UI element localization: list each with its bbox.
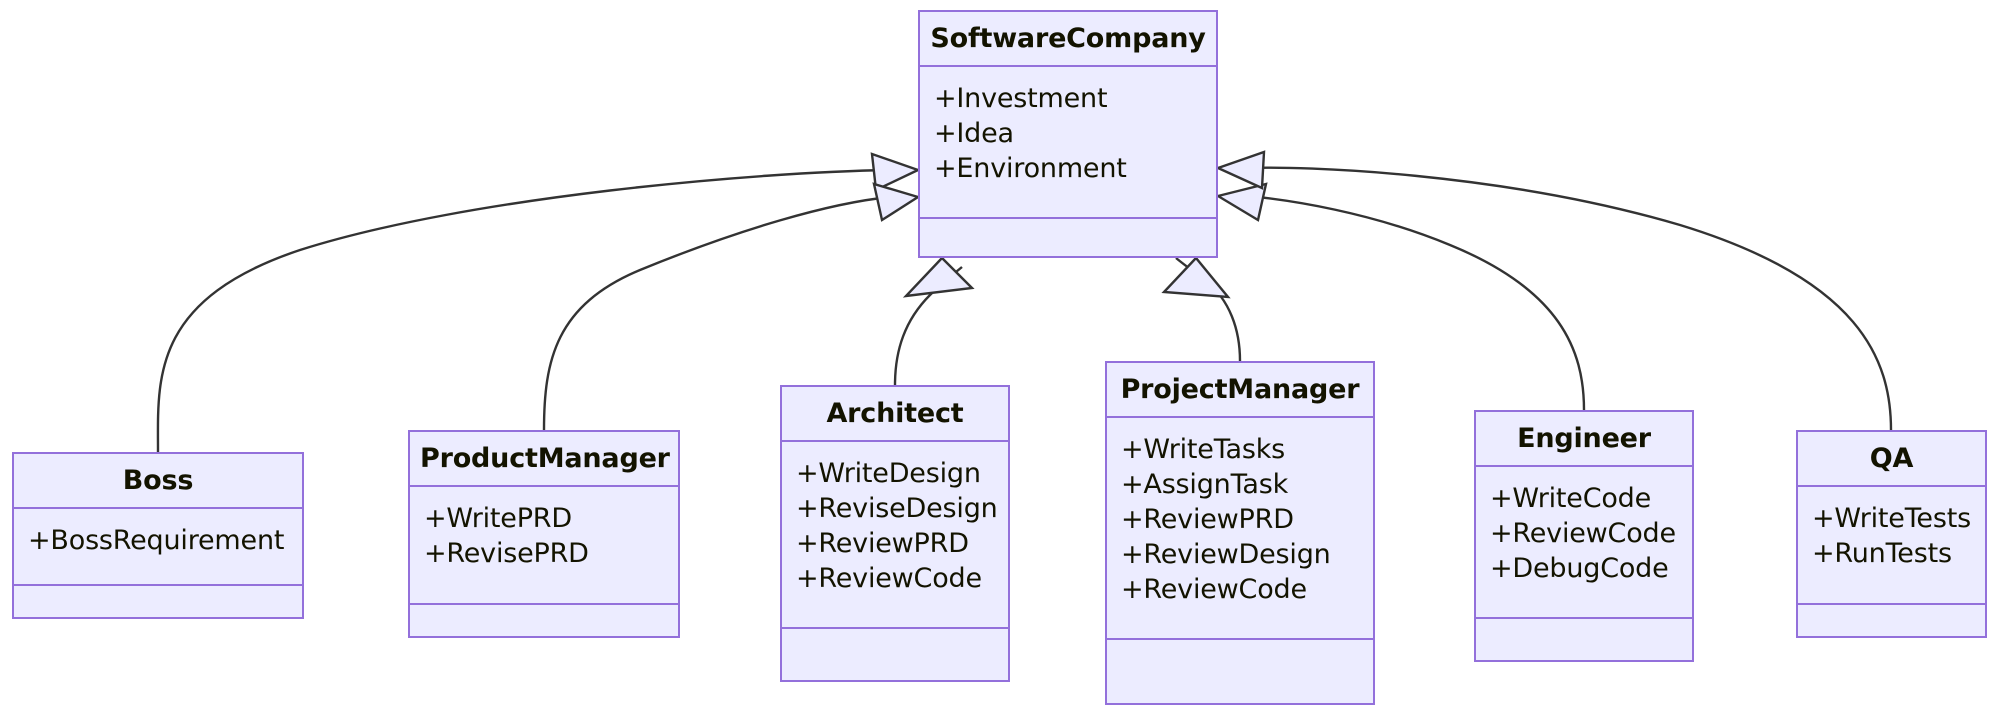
- class-title-project-manager: ProjectManager: [1107, 363, 1373, 418]
- class-attribute: +WriteTests: [1812, 503, 1971, 534]
- class-methods-qa: [1798, 605, 1985, 627]
- edge-projectmanager-to-softwarecompany: [1175, 257, 1242, 362]
- class-methods-project-manager: [1107, 640, 1373, 662]
- class-methods-product-manager: [410, 605, 678, 627]
- class-attributes-architect: +WriteDesign +ReviseDesign +ReviewPRD +R…: [782, 442, 1008, 629]
- class-methods-boss: [14, 586, 302, 608]
- class-title-product-manager: ProductManager: [410, 432, 678, 487]
- class-attributes-qa: +WriteTests +RunTests: [1798, 487, 1985, 605]
- class-node-architect[interactable]: Architect +WriteDesign +ReviseDesign +Re…: [780, 385, 1010, 682]
- inheritance-arrowhead-engineer: [1214, 182, 1268, 222]
- class-attribute: +Environment: [934, 153, 1127, 184]
- class-attribute: +RunTests: [1812, 538, 1952, 569]
- class-node-project-manager[interactable]: ProjectManager +WriteTasks +AssignTask +…: [1105, 361, 1375, 705]
- class-title-qa: QA: [1798, 432, 1985, 487]
- class-title-boss: Boss: [14, 454, 302, 509]
- class-attribute: +ReviewCode: [1121, 574, 1307, 605]
- class-node-engineer[interactable]: Engineer +WriteCode +ReviewCode +DebugCo…: [1474, 410, 1694, 662]
- class-attribute: +WriteTasks: [1121, 434, 1286, 465]
- inheritance-arrowhead-productmanager: [872, 182, 921, 222]
- class-attribute: +ReviewCode: [796, 563, 982, 594]
- class-attribute: +WriteDesign: [796, 458, 981, 489]
- class-title-architect: Architect: [782, 387, 1008, 442]
- edge-architect-to-softwarecompany: [893, 266, 963, 386]
- class-attribute: +WriteCode: [1490, 483, 1652, 514]
- class-attribute: +ReviewDesign: [1121, 539, 1331, 570]
- class-node-qa[interactable]: QA +WriteTests +RunTests: [1796, 430, 1987, 638]
- inheritance-arrowhead-qa: [1214, 150, 1266, 190]
- class-attribute: +Investment: [934, 83, 1108, 114]
- class-node-product-manager[interactable]: ProductManager +WritePRD +RevisePRD: [408, 430, 680, 638]
- class-attributes-project-manager: +WriteTasks +AssignTask +ReviewPRD +Revi…: [1107, 418, 1373, 640]
- inheritance-arrowhead-boss: [870, 152, 922, 192]
- class-attribute: +WritePRD: [424, 503, 572, 534]
- class-attribute: +ReviewPRD: [1121, 504, 1294, 535]
- class-attribute: +RevisePRD: [424, 538, 589, 569]
- class-attributes-product-manager: +WritePRD +RevisePRD: [410, 487, 678, 605]
- class-methods-architect: [782, 629, 1008, 651]
- class-title-engineer: Engineer: [1476, 412, 1692, 467]
- class-attribute: +ReviewPRD: [796, 528, 969, 559]
- class-attribute: +ReviseDesign: [796, 493, 998, 524]
- class-attribute: +ReviewCode: [1490, 518, 1676, 549]
- class-node-boss[interactable]: Boss +BossRequirement: [12, 452, 304, 619]
- class-attribute: +DebugCode: [1490, 553, 1669, 584]
- class-node-software-company[interactable]: SoftwareCompany +Investment +Idea +Envir…: [918, 10, 1218, 258]
- class-methods-software-company: [920, 219, 1216, 241]
- inheritance-arrowhead-architect: [902, 256, 975, 298]
- class-attribute: +AssignTask: [1121, 469, 1289, 500]
- class-attributes-software-company: +Investment +Idea +Environment: [920, 67, 1216, 219]
- class-attributes-boss: +BossRequirement: [14, 509, 302, 586]
- inheritance-arrowhead-projectmanager: [1161, 256, 1231, 299]
- class-methods-engineer: [1476, 619, 1692, 641]
- class-title-software-company: SoftwareCompany: [920, 12, 1216, 67]
- class-attributes-engineer: +WriteCode +ReviewCode +DebugCode: [1476, 467, 1692, 619]
- class-attribute: +Idea: [934, 118, 1014, 149]
- class-attribute: +BossRequirement: [28, 525, 285, 556]
